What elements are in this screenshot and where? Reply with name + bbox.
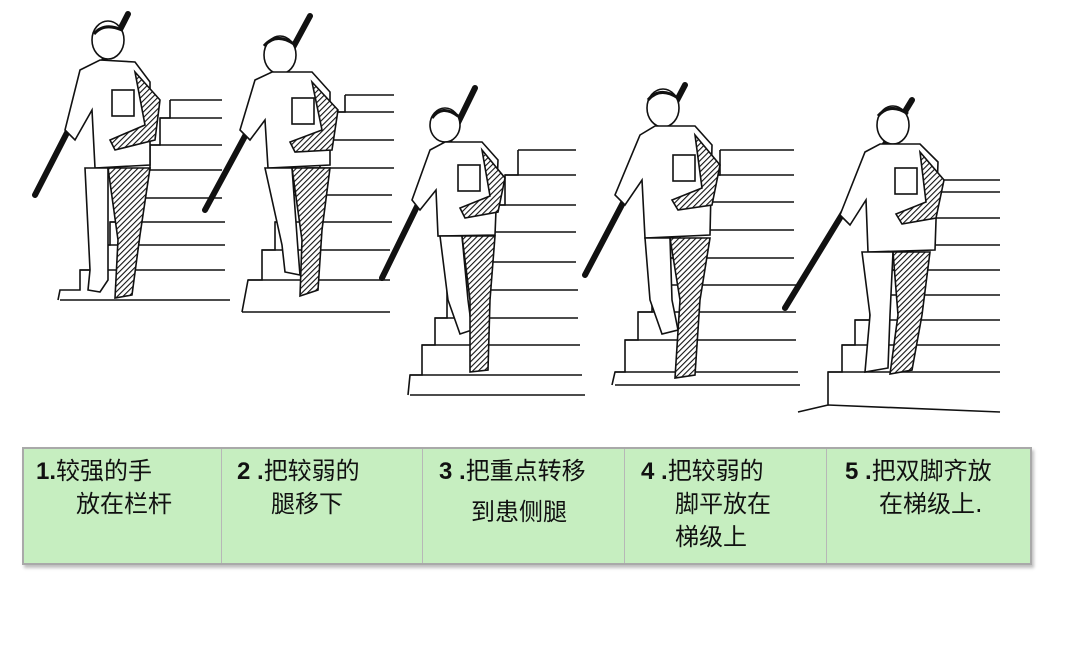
person	[64, 20, 161, 299]
step-4-line-3: 梯级上	[675, 523, 747, 551]
step-1-cell: 1.较强的手 放在栏杆	[24, 449, 222, 563]
step-3-line-1: 3 .把重点转移	[439, 457, 586, 485]
step-1-figure	[32, 11, 230, 301]
step-1-line-1: 1.较强的手	[36, 457, 153, 485]
step-2-line-2: 腿移下	[271, 490, 343, 518]
steps-table: 1.较强的手 放在栏杆 2 .把较弱的 腿移下 3 .把重点转移 到患侧腿 4 …	[22, 447, 1032, 565]
person	[411, 107, 506, 373]
step-5-number: 5 .	[845, 458, 872, 485]
step-3-line-2: 到患侧腿	[471, 498, 567, 526]
step-5-cell: 5 .把双脚齐放 在梯级上.	[827, 449, 1030, 563]
step-4-number: 4 .	[641, 458, 668, 485]
step-4-line-2: 脚平放在	[675, 490, 771, 518]
step-4-figure	[582, 82, 800, 386]
person	[239, 35, 339, 298]
step-4-cell: 4 .把较弱的 脚平放在 梯级上	[625, 449, 827, 563]
step-2-line-1: 2 .把较弱的	[237, 457, 360, 485]
step-3-number: 3 .	[439, 458, 466, 485]
step-5-line-1: 5 .把双脚齐放	[845, 457, 992, 485]
person	[839, 105, 945, 375]
step-1-line-2: 放在栏杆	[76, 490, 172, 518]
stair-descent-illustration	[32, 11, 1001, 413]
step-5-line-2: 在梯级上.	[879, 490, 983, 518]
staircase	[611, 149, 800, 386]
step-4-line-1: 4 .把较弱的	[641, 457, 764, 485]
step-2-number: 2 .	[237, 458, 264, 485]
step-3-cell: 3 .把重点转移 到患侧腿	[423, 449, 625, 563]
step-5-figure	[782, 97, 1001, 413]
person	[614, 88, 721, 379]
step-3-figure	[379, 85, 585, 396]
step-1-number: 1.	[36, 458, 57, 485]
step-2-cell: 2 .把较弱的 腿移下	[222, 449, 423, 563]
step-2-figure	[202, 13, 394, 313]
